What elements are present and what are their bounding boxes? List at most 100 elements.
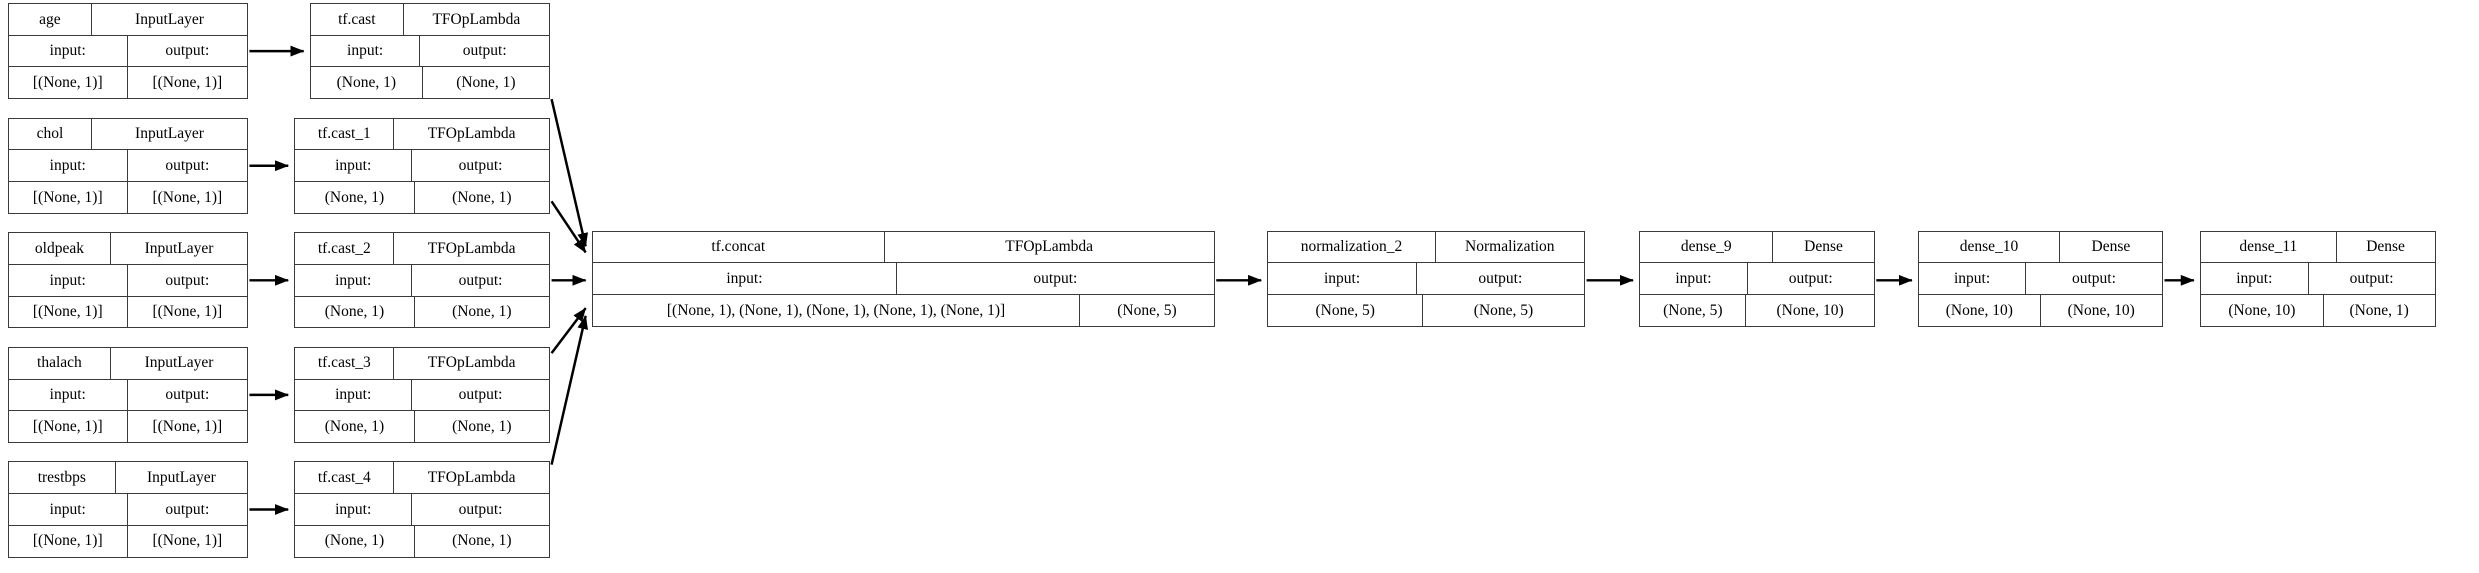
graph-node-tf_cast_3[interactable]: tf.cast_3 TFOpLambda input: output: (None, 1… [294, 346, 551, 443]
node-type-label: InputLayer [135, 125, 204, 143]
graph-node-tf_cast_4[interactable]: tf.cast_4 TFOpLambda input: output: (None, 1… [294, 461, 551, 558]
node-type-label: InputLayer [135, 10, 204, 28]
node-type-label: TFOpLambda [427, 125, 516, 143]
node-output-label: output: [1478, 269, 1523, 287]
node-output-label: output: [1033, 269, 1078, 287]
edge-tf_cast_1-to-tf_concat [550, 200, 587, 254]
node-input-label: input: [2201, 263, 2309, 295]
node-output-label: output: [462, 42, 507, 60]
node-input-label: input: [295, 150, 413, 182]
node-input-shape: (None, 10) [1919, 295, 2041, 326]
node-name-label: tf.cast_3 [295, 347, 395, 379]
node-input-label: input: [311, 35, 421, 67]
node-output-label: output: [458, 386, 503, 404]
graph-node-oldpeak[interactable]: oldpeak InputLayer input: output: [(None, 1)… [7, 232, 248, 329]
node-input-shape: [(None, 1)] [9, 296, 128, 328]
node-input-shape: (None, 1) [295, 182, 415, 213]
node-name-label: dense_9 [1640, 231, 1774, 263]
node-name-label: trestbps [9, 462, 116, 494]
node-output-label: output: [165, 386, 210, 404]
graph-node-thalach[interactable]: thalach InputLayer input: output: [(None, 1)… [7, 346, 248, 443]
node-output-label: output: [2349, 269, 2394, 287]
node-output-shape: [(None, 1)] [152, 74, 223, 92]
node-output-label: output: [458, 500, 503, 518]
node-input-shape: [(None, 1), (None, 1), (None, 1), (None,… [593, 295, 1081, 326]
node-input-label: input: [295, 494, 413, 525]
node-input-label: input: [295, 379, 413, 411]
node-output-shape: [(None, 1)] [152, 417, 223, 435]
node-name-label: normalization_2 [1268, 231, 1436, 263]
edge-tf_cast_4-to-tf_concat [550, 315, 589, 465]
node-output-shape: (None, 1) [452, 417, 512, 435]
node-type-label: InputLayer [146, 469, 216, 487]
node-name-label: thalach [9, 347, 112, 379]
node-input-label: input: [593, 263, 898, 295]
node-input-shape: (None, 5) [1640, 295, 1747, 326]
graph-node-dense_10[interactable]: dense_10 Dense input: output: (None, 10) (Non… [1918, 230, 2163, 327]
node-input-shape: (None, 1) [295, 411, 415, 442]
graph-node-trestbps[interactable]: trestbps InputLayer input: output: [(None, 1… [7, 461, 248, 558]
node-input-label: input: [9, 494, 128, 525]
node-output-label: output: [458, 156, 503, 174]
node-output-shape: (None, 1) [452, 532, 512, 550]
node-output-shape: (None, 5) [1117, 301, 1177, 319]
node-output-shape: (None, 10) [2067, 301, 2135, 319]
graph-node-tf_cast_1[interactable]: tf.cast_1 TFOpLambda input: output: (None, 1… [294, 117, 551, 214]
edge-tf_cast-to-tf_concat [550, 98, 588, 247]
node-input-label: input: [9, 379, 128, 411]
node-type-label: TFOpLambda [427, 469, 516, 487]
node-input-label: input: [9, 35, 128, 67]
node-output-label: output: [458, 271, 503, 289]
node-input-label: input: [1919, 263, 2026, 295]
node-input-shape: [(None, 1)] [9, 525, 128, 557]
node-name-label: oldpeak [9, 233, 112, 264]
node-input-shape: (None, 1) [311, 67, 423, 99]
node-output-shape: [(None, 1)] [152, 532, 223, 550]
node-type-label: Normalization [1465, 238, 1555, 256]
node-type-label: TFOpLambda [427, 239, 516, 257]
node-output-shape: (None, 1) [2349, 301, 2409, 319]
node-name-label: tf.concat [593, 231, 885, 263]
graph-node-age[interactable]: age InputLayer input: output: [(None, 1)] [(N… [7, 3, 248, 100]
node-output-label: output: [165, 42, 210, 60]
node-name-label: tf.cast_4 [295, 462, 395, 494]
node-name-label: chol [9, 118, 93, 150]
node-output-shape: (None, 1) [456, 74, 516, 92]
node-name-label: tf.cast_1 [295, 118, 395, 150]
node-output-label: output: [165, 500, 210, 518]
node-name-label: age [9, 4, 93, 35]
node-input-shape: [(None, 1)] [9, 182, 128, 213]
node-name-label: tf.cast [311, 4, 404, 35]
node-input-label: input: [9, 264, 128, 296]
node-input-label: input: [1640, 263, 1748, 295]
node-type-label: InputLayer [144, 354, 214, 372]
node-input-shape: (None, 1) [295, 525, 415, 557]
node-output-shape: (None, 1) [452, 188, 512, 206]
node-name-label: dense_10 [1919, 231, 2060, 263]
node-input-shape: [(None, 1)] [9, 67, 128, 99]
node-type-label: Dense [2366, 238, 2405, 256]
edge-tf_cast_3-to-tf_concat [550, 307, 587, 354]
node-input-shape: (None, 10) [2201, 295, 2324, 326]
node-type-label: Dense [2091, 238, 2131, 256]
node-input-shape: (None, 1) [295, 296, 415, 328]
node-type-label: TFOpLambda [427, 354, 516, 372]
node-type-label: TFOpLambda [1005, 238, 1094, 256]
node-input-label: input: [9, 150, 128, 182]
node-output-shape: (None, 5) [1473, 301, 1534, 319]
node-output-shape: [(None, 1)] [152, 303, 223, 321]
node-output-label: output: [1788, 269, 1833, 287]
node-input-shape: [(None, 1)] [9, 411, 128, 442]
graph-node-tf_concat[interactable]: tf.concat TFOpLambda input: output: [(None, … [591, 230, 1215, 327]
node-output-label: output: [2071, 269, 2116, 287]
node-type-label: InputLayer [144, 239, 214, 257]
node-name-label: tf.cast_2 [295, 233, 395, 264]
node-output-label: output: [165, 271, 210, 289]
